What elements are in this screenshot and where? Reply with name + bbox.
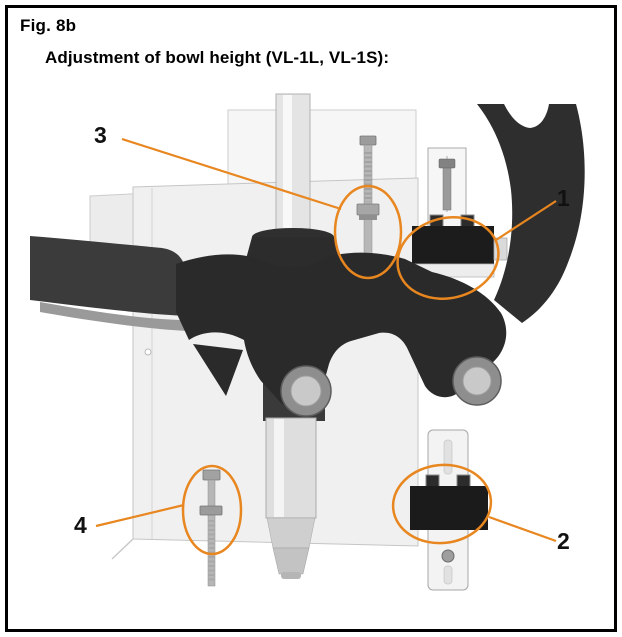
column-upper-cylinder bbox=[275, 93, 311, 239]
callout-number-1: 1 bbox=[557, 185, 570, 211]
bowl-support-curve bbox=[477, 104, 585, 323]
panel-screw-hole bbox=[144, 348, 152, 356]
callout-circle-3 bbox=[333, 184, 403, 280]
upper-clamp-body bbox=[412, 226, 494, 266]
bowl-arm-body bbox=[176, 252, 507, 409]
chuck-tip bbox=[272, 547, 310, 575]
spindle-nut bbox=[356, 203, 380, 216]
upper-clamp-block bbox=[411, 214, 508, 278]
tool-shaft bbox=[265, 417, 317, 579]
left-arm-body bbox=[30, 236, 188, 316]
adjustment-bolt-shaft bbox=[207, 479, 216, 587]
callout-circle-1 bbox=[396, 216, 500, 300]
threaded-spindle bbox=[356, 135, 380, 274]
figure-label: Fig. 8b bbox=[20, 16, 77, 35]
tool-shaft-cylinder bbox=[265, 417, 317, 519]
lower-rail-slot-bottom bbox=[443, 565, 453, 585]
leader-line-1 bbox=[495, 200, 557, 241]
upper-rail-bolt-head bbox=[438, 158, 456, 169]
leader-line-3 bbox=[121, 137, 342, 211]
adjustment-bolt bbox=[199, 469, 223, 587]
callout-overlay: 3 1 2 4 bbox=[74, 122, 570, 556]
lower-clamp-block bbox=[410, 474, 488, 530]
left-arm-lip bbox=[40, 302, 188, 331]
leader-line-2 bbox=[488, 515, 557, 543]
adjustment-bolt-nut bbox=[199, 505, 223, 516]
lower-rail-bolt bbox=[441, 549, 455, 563]
panel-corner-line bbox=[111, 538, 134, 560]
left-support-arm bbox=[30, 236, 188, 331]
figure-frame: Fig. 8b Adjustment of bowl height (VL-1L… bbox=[5, 5, 617, 632]
chuck-upper bbox=[266, 517, 316, 549]
leader-line-4 bbox=[95, 503, 185, 528]
tool-shaft-highlight bbox=[274, 419, 284, 517]
bowl-arm bbox=[176, 252, 507, 417]
callout-number-3: 3 bbox=[94, 122, 107, 148]
spindle-head bbox=[359, 135, 377, 146]
upper-rail-bolt-shaft bbox=[442, 165, 452, 211]
adjustment-bolt-head bbox=[202, 469, 221, 481]
callout-circle-4 bbox=[181, 464, 243, 556]
bowl-height-adjustment-illustration: 3 1 2 4 bbox=[30, 93, 585, 591]
lower-clamp-body bbox=[410, 486, 488, 530]
left-pivot-boss-inner bbox=[290, 375, 322, 407]
column-highlight bbox=[283, 95, 292, 237]
bowl-arm-left-prong bbox=[193, 344, 243, 396]
chuck-end bbox=[281, 572, 301, 579]
figure-title: Adjustment of bowl height (VL-1L, VL-1S)… bbox=[45, 48, 390, 67]
callout-number-2: 2 bbox=[557, 528, 570, 554]
callout-circle-2 bbox=[391, 463, 493, 545]
spindle-washer bbox=[359, 215, 377, 220]
callout-number-4: 4 bbox=[74, 512, 87, 538]
lower-rail-slot-top bbox=[443, 439, 453, 475]
right-pivot-boss-inner bbox=[462, 366, 492, 396]
